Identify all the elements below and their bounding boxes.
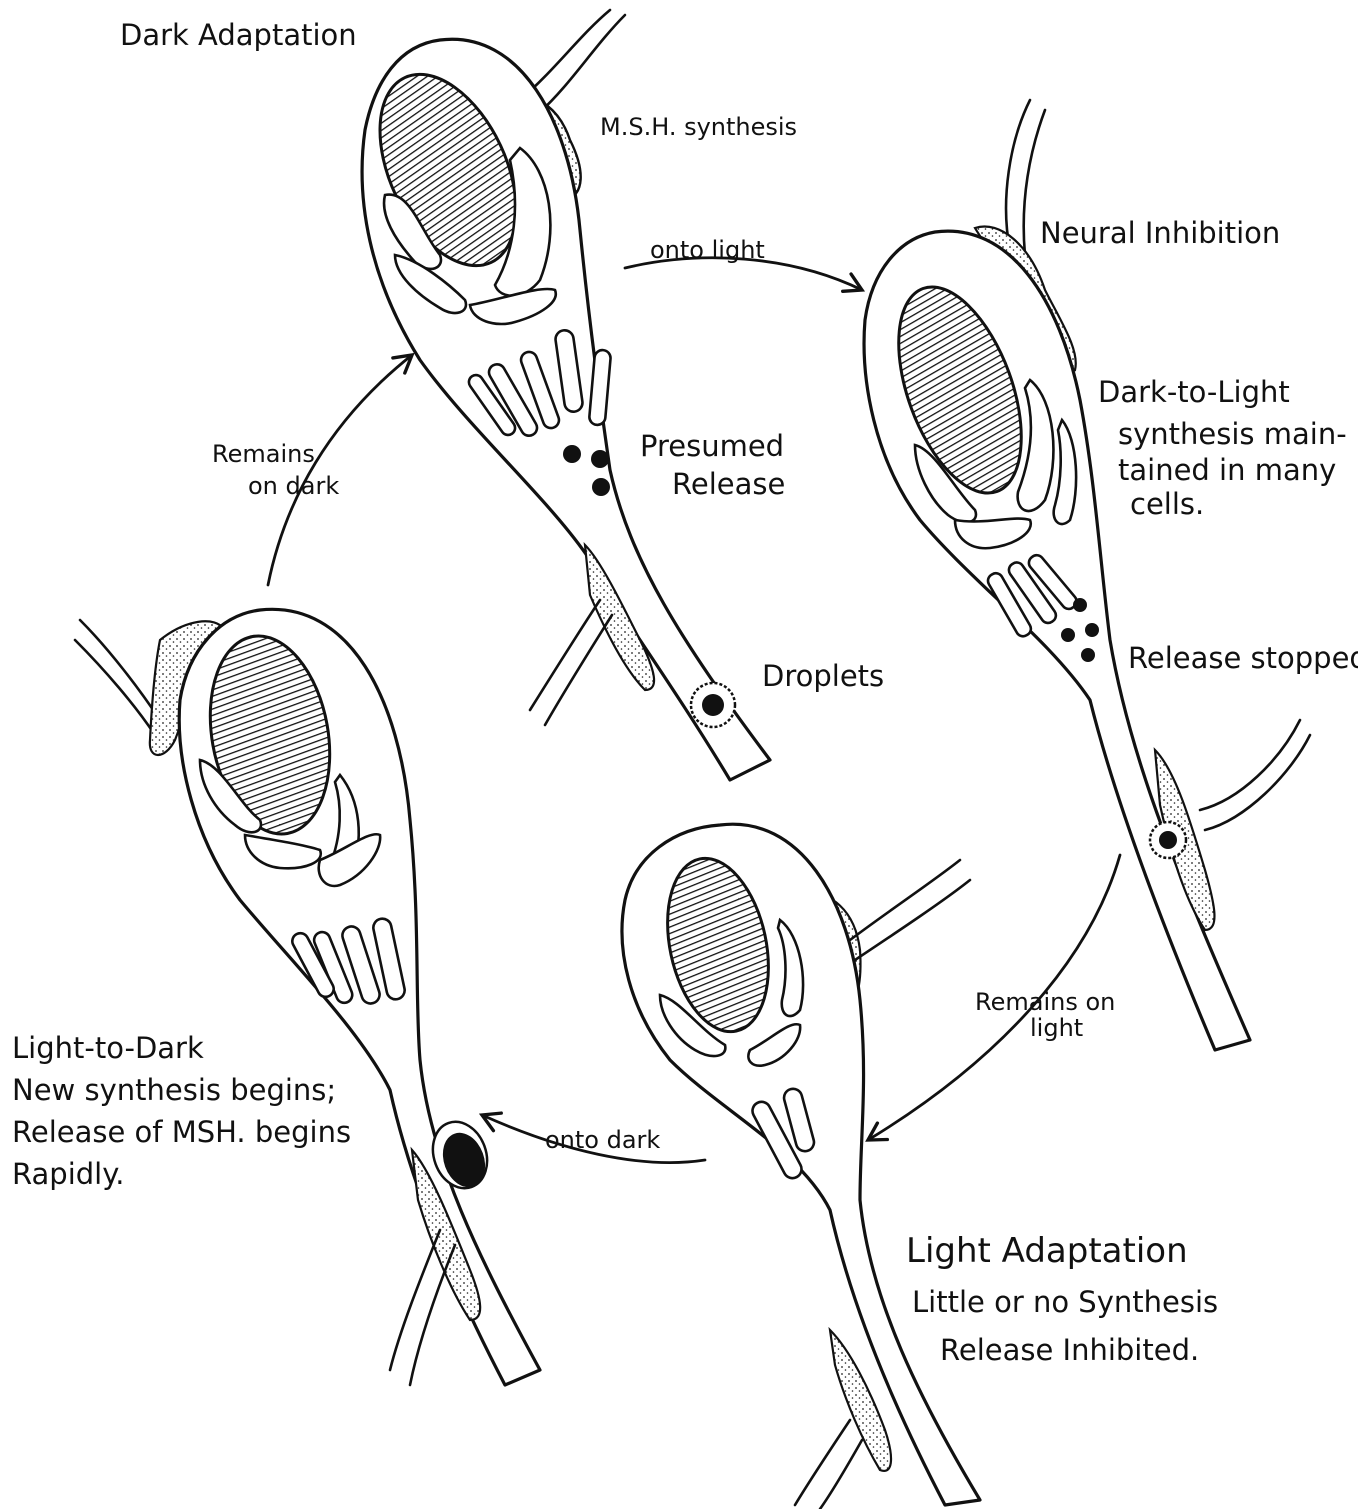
label-light-to-dark-line3: Release of MSH. begins xyxy=(12,1115,351,1149)
label-dark-to-light-line2: synthesis main- xyxy=(1118,417,1347,451)
secretory-granule xyxy=(591,450,609,468)
nerve-fiber xyxy=(820,1440,862,1509)
secretory-granule xyxy=(592,478,610,496)
label-droplets: Droplets xyxy=(762,659,884,693)
cell-light-to-dark xyxy=(75,609,540,1385)
label-release-stopped: Release stopped xyxy=(1128,641,1358,675)
label-onto-dark: onto dark xyxy=(545,1126,660,1154)
cell-light-adaptation xyxy=(622,824,980,1509)
label-msh-synthesis: M.S.H. synthesis xyxy=(600,113,797,141)
label-light-to-dark-line1: Light-to-Dark xyxy=(12,1031,204,1065)
label-presumed-release-line1: Presumed xyxy=(640,429,784,463)
label-light-to-dark-line2: New synthesis begins; xyxy=(12,1073,336,1107)
droplet-core xyxy=(702,694,724,716)
nerve-fiber xyxy=(540,15,625,112)
label-presumed-release-line2: Release xyxy=(672,467,785,501)
label-light-to-dark-line4: Rapidly. xyxy=(12,1157,124,1191)
secretory-granule xyxy=(1073,598,1087,612)
label-light-adaptation-line1: Light Adaptation xyxy=(906,1231,1188,1271)
label-dark-to-light-line1: Dark-to-Light xyxy=(1098,375,1290,409)
label-dark-adaptation: Dark Adaptation xyxy=(120,18,357,52)
label-dark-to-light-line3: tained in many xyxy=(1118,453,1336,487)
secretory-granule xyxy=(1061,628,1075,642)
nerve-fiber xyxy=(75,640,155,735)
secretory-granule xyxy=(563,445,581,463)
nerve-fiber xyxy=(1205,735,1310,830)
label-neural-inhibition: Neural Inhibition xyxy=(1040,216,1280,250)
label-remains-on-dark-line1: Remains xyxy=(212,440,315,468)
nerve-fiber xyxy=(795,1420,850,1505)
label-remains-on-dark-line2: on dark xyxy=(248,472,339,500)
label-remains-on-light-line2: light xyxy=(1030,1014,1083,1042)
label-remains-on-light-line1: Remains on xyxy=(975,988,1115,1016)
secretory-granule xyxy=(1085,623,1099,637)
droplet-core xyxy=(1159,831,1177,849)
arrow-remains-on-dark xyxy=(268,355,412,585)
nerve-fiber xyxy=(390,1230,440,1370)
nerve-fiber xyxy=(1200,720,1300,810)
nerve-fiber xyxy=(855,880,970,960)
nerve-fiber xyxy=(80,620,160,720)
label-dark-to-light-line4: cells. xyxy=(1130,487,1204,521)
secretory-granule xyxy=(1081,648,1095,662)
label-light-adaptation-line3: Release Inhibited. xyxy=(940,1333,1199,1367)
label-onto-light: onto light xyxy=(650,236,765,264)
label-light-adaptation-line2: Little or no Synthesis xyxy=(912,1285,1218,1319)
